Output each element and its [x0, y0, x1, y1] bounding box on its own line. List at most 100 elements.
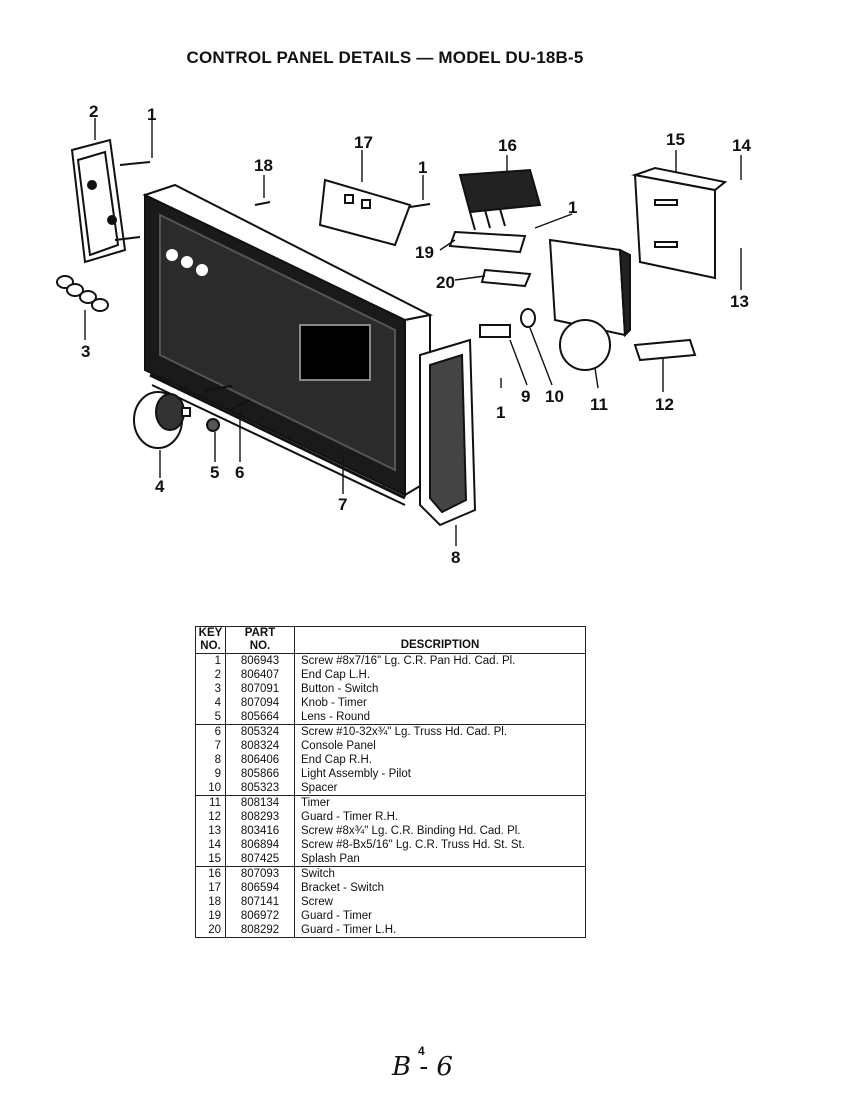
- callout-4: 4: [155, 477, 165, 496]
- table-row: 9 805866 Light Assembly - Pilot: [195, 767, 586, 781]
- part-no-cell: 807425: [225, 852, 295, 867]
- callout-17: 17: [354, 133, 373, 152]
- key-no-cell: 14: [195, 838, 226, 852]
- callout-11: 11: [590, 395, 608, 414]
- description-cell: Splash Pan: [294, 852, 586, 867]
- key-no-cell: 9: [195, 767, 226, 781]
- exploded-parts-diagram: 2 1 17 18 1 16 15 14 1 19 20 13 3 1 9 10…: [56, 102, 751, 567]
- key-no-cell: 19: [195, 909, 226, 923]
- description-cell: Spacer: [294, 781, 586, 796]
- table-row: 3 807091 Button - Switch: [195, 682, 586, 696]
- callout-2: 2: [89, 102, 98, 121]
- key-no-cell: 12: [195, 810, 226, 824]
- description-cell: Knob - Timer: [294, 696, 586, 710]
- bracket-switch-drawing: [318, 178, 412, 247]
- part-no-cell: 806894: [225, 838, 295, 852]
- key-no-cell: 11: [195, 795, 226, 810]
- guard-timer-drawing: [448, 230, 527, 254]
- parts-table: KEY NO. PART NO. DESCRIPTION 1 806943 Sc…: [195, 626, 586, 938]
- key-no-cell: 6: [195, 724, 226, 739]
- description-cell: Lens - Round: [294, 710, 586, 725]
- description-cell: Bracket - Switch: [294, 881, 586, 895]
- part-no-cell: 806407: [225, 668, 295, 682]
- key-no-cell: 16: [195, 866, 226, 881]
- callout-5: 5: [210, 463, 219, 482]
- table-row: 12 808293 Guard - Timer R.H.: [195, 810, 586, 824]
- callout-19: 19: [415, 243, 434, 262]
- end-cap-rh-drawing: [419, 338, 477, 527]
- table-row: 1 806943 Screw #8x7/16" Lg. C.R. Pan Hd.…: [195, 653, 586, 668]
- key-no-header: KEY NO.: [195, 626, 226, 654]
- spacer-drawing: [520, 308, 536, 328]
- callout-12: 12: [655, 395, 674, 414]
- callout-10: 10: [545, 387, 564, 406]
- key-no-cell: 3: [195, 682, 226, 696]
- part-no-cell: 808293: [225, 810, 295, 824]
- page-title: CONTROL PANEL DETAILS — MODEL DU-18B-5: [186, 48, 584, 67]
- part-no-cell: 808324: [225, 739, 295, 753]
- table-row: 10 805323 Spacer: [195, 781, 586, 796]
- table-row: 16 807093 Switch: [195, 866, 586, 881]
- description-cell: Button - Switch: [294, 682, 586, 696]
- part-no-cell: 807094: [225, 696, 295, 710]
- description-cell: Screw #8x¾" Lg. C.R. Binding Hd. Cad. Pl…: [294, 824, 586, 838]
- part-no-cell: 807091: [225, 682, 295, 696]
- description-cell: Guard - Timer L.H.: [294, 923, 586, 938]
- part-no-cell: 805324: [225, 724, 295, 739]
- part-no-cell: 803416: [225, 824, 295, 838]
- part-no-cell: 808292: [225, 923, 295, 938]
- key-no-cell: 8: [195, 753, 226, 767]
- description-cell: End Cap R.H.: [294, 753, 586, 767]
- table-row: 11 808134 Timer: [195, 795, 586, 810]
- description-cell: Timer: [294, 795, 586, 810]
- callout-6: 6: [235, 463, 244, 482]
- table-row: 6 805324 Screw #10-32x¾" Lg. Truss Hd. C…: [195, 724, 586, 739]
- description-cell: Light Assembly - Pilot: [294, 767, 586, 781]
- key-no-cell: 4: [195, 696, 226, 710]
- description-cell: Console Panel: [294, 739, 586, 753]
- handwritten-page-note: B - 6: [392, 1052, 453, 1082]
- table-row: 15 807425 Splash Pan: [195, 852, 586, 867]
- page-number: 4: [418, 1044, 425, 1058]
- key-no-cell: 13: [195, 824, 226, 838]
- part-no-cell: 807141: [225, 895, 295, 909]
- key-no-cell: 2: [195, 668, 226, 682]
- table-row: 4 807094 Knob - Timer: [195, 696, 586, 710]
- description-cell: Screw: [294, 895, 586, 909]
- description-header: DESCRIPTION: [294, 626, 586, 654]
- callout-16: 16: [498, 136, 517, 155]
- callout-1: 1: [568, 198, 577, 217]
- switch-buttons-drawing: [56, 275, 109, 312]
- key-no-cell: 17: [195, 881, 226, 895]
- callout-1: 1: [496, 403, 505, 422]
- callout-1: 1: [418, 158, 427, 177]
- guard-timer-rh-drawing: [633, 338, 697, 362]
- description-cell: Screw #8x7/16" Lg. C.R. Pan Hd. Cad. Pl.: [294, 653, 586, 668]
- table-row: 8 806406 End Cap R.H.: [195, 753, 586, 767]
- light-assembly-drawing: [479, 324, 511, 338]
- table-row: 2 806407 End Cap L.H.: [195, 668, 586, 682]
- table-row: 17 806594 Bracket - Switch: [195, 881, 586, 895]
- table-row: 20 808292 Guard - Timer L.H.: [195, 923, 586, 938]
- guard-timer-lh-drawing: [480, 268, 532, 288]
- description-cell: Guard - Timer R.H.: [294, 810, 586, 824]
- description-cell: Screw #8-Bx5/16" Lg. C.R. Truss Hd. St. …: [294, 838, 586, 852]
- description-cell: Screw #10-32x¾" Lg. Truss Hd. Cad. Pl.: [294, 724, 586, 739]
- callout-7: 7: [338, 495, 347, 514]
- parts-table-header: KEY NO. PART NO. DESCRIPTION: [195, 626, 586, 654]
- part-no-cell: 806972: [225, 909, 295, 923]
- switch-drawing: [458, 168, 542, 231]
- table-row: 19 806972 Guard - Timer: [195, 909, 586, 923]
- table-row: 13 803416 Screw #8x¾" Lg. C.R. Binding H…: [195, 824, 586, 838]
- table-row: 14 806894 Screw #8-Bx5/16" Lg. C.R. Trus…: [195, 838, 586, 852]
- description-cell: End Cap L.H.: [294, 668, 586, 682]
- table-row: 7 808324 Console Panel: [195, 739, 586, 753]
- part-no-header: PART NO.: [225, 626, 295, 654]
- part-no-cell: 806406: [225, 753, 295, 767]
- part-no-cell: 805866: [225, 767, 295, 781]
- part-no-cell: 805664: [225, 710, 295, 725]
- part-no-cell: 805323: [225, 781, 295, 796]
- callout-15: 15: [666, 130, 685, 149]
- table-row: 5 805664 Lens - Round: [195, 710, 586, 725]
- description-cell: Guard - Timer: [294, 909, 586, 923]
